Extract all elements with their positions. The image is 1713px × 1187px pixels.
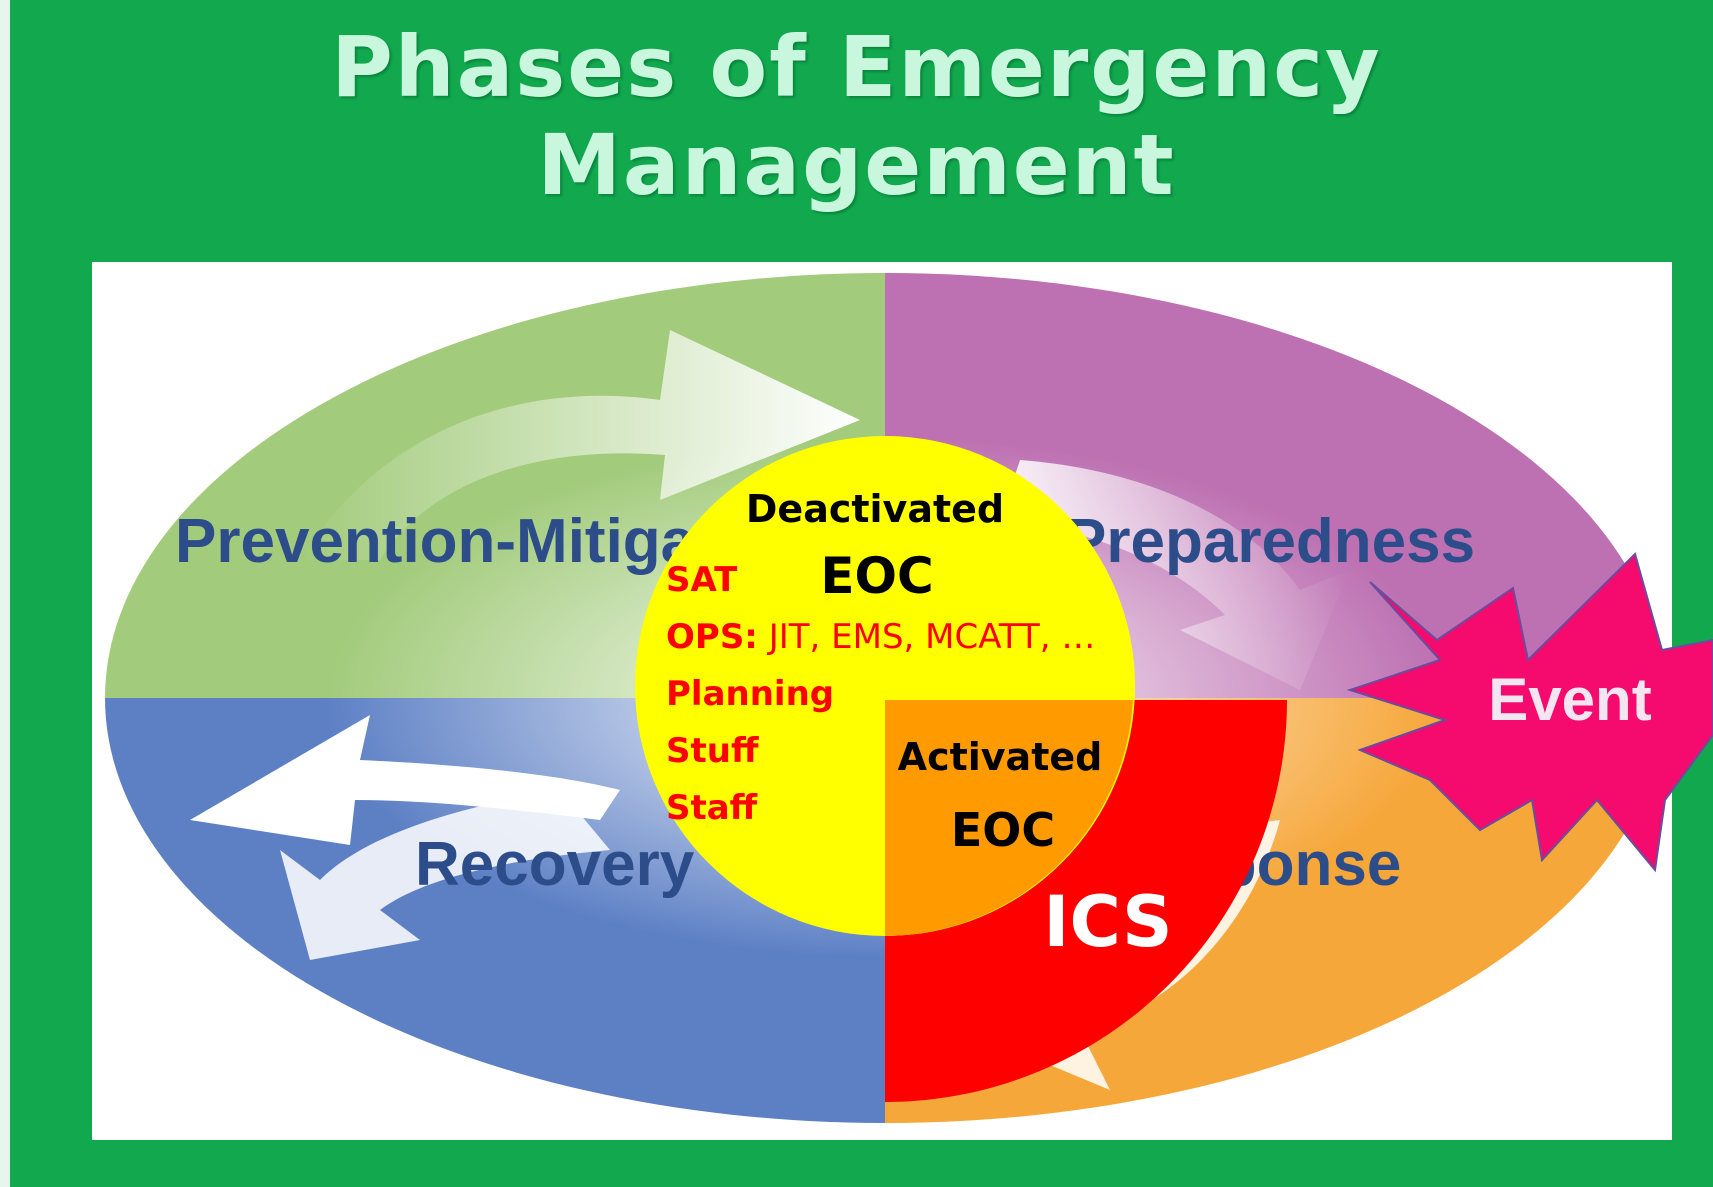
ops-items: JIT, EMS, MCATT, …: [758, 617, 1096, 657]
eoc-bottom-label: EOC: [951, 803, 1055, 857]
activated-label: Activated: [898, 735, 1103, 779]
sat-label: SAT: [666, 560, 738, 600]
recovery-arrow-head-icon: [190, 715, 620, 845]
phase-label-preparedness: Preparedness: [1065, 507, 1475, 576]
title-line-2: Management: [537, 116, 1176, 214]
eoc-top-label: EOC: [820, 547, 933, 605]
ops-line: OPS: JIT, EMS, MCATT, …: [666, 617, 1095, 657]
stuff-label: Stuff: [666, 731, 759, 771]
event-label: Event: [1488, 666, 1651, 733]
recovery-arrow-icon: [280, 790, 610, 960]
title-line-1: Phases of Emergency: [331, 18, 1382, 116]
planning-label: Planning: [666, 674, 834, 714]
mitigation-arrow-icon: [300, 330, 860, 560]
preparedness-arrow-icon: [1000, 460, 1350, 690]
activated-eoc-region: [885, 700, 1133, 936]
phase-label-recovery: Recovery: [415, 830, 695, 899]
page-title: Phases of Emergency Management: [0, 18, 1713, 214]
ics-label: ICS: [1043, 881, 1172, 963]
ops-label: OPS:: [666, 617, 758, 657]
deactivated-label: Deactivated: [746, 487, 1004, 531]
staff-label: Staff: [666, 788, 758, 828]
event-starburst-icon: [1346, 552, 1713, 873]
left-edge-strip: [0, 0, 10, 1187]
